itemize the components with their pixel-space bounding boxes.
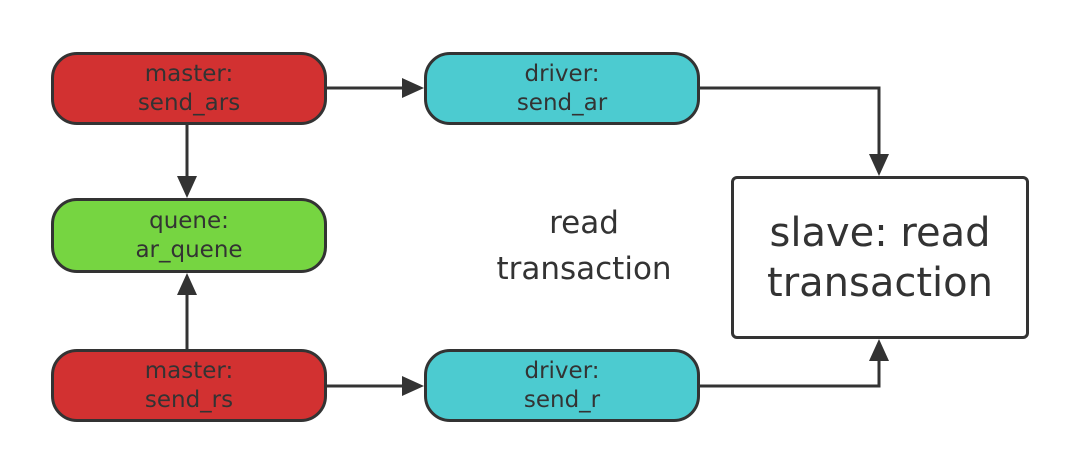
center-label-line: read bbox=[549, 205, 619, 241]
node-label-line: ar_quene bbox=[135, 236, 243, 263]
node-label-line: send_rs bbox=[144, 386, 234, 413]
node-label-line: quene: bbox=[149, 207, 229, 234]
node-label-line: transaction bbox=[767, 259, 993, 306]
node-label-line: send_ars bbox=[137, 89, 241, 116]
arrowhead-master_ars-to-quene bbox=[177, 176, 197, 198]
arrowhead-driver_ar-to-slave bbox=[869, 154, 889, 176]
node-label-line: master: bbox=[144, 60, 234, 87]
node-driver-send-r[interactable]: driver: send_r bbox=[424, 349, 700, 422]
node-label-line: send_ar bbox=[516, 89, 608, 116]
node-master-send-rs[interactable]: master: send_rs bbox=[51, 349, 327, 422]
node-label-line: master: bbox=[144, 357, 234, 384]
edge-driver_r-to-slave bbox=[700, 357, 881, 388]
node-driver-send-ar[interactable]: driver: send_ar bbox=[424, 52, 700, 125]
arrowhead-driver_r-to-slave bbox=[869, 339, 889, 361]
center-label-line: transaction bbox=[496, 251, 672, 287]
node-quene-ar-quene[interactable]: quene: ar_quene bbox=[51, 198, 327, 273]
arrowhead-master_rs-to-driver_r bbox=[402, 376, 424, 396]
arrowhead-master_ars-to-driver_ar bbox=[402, 78, 424, 98]
edge-driver_ar-to-slave bbox=[700, 86, 881, 158]
node-master-send-ars[interactable]: master: send_ars bbox=[51, 52, 327, 125]
arrowhead-master_rs-to-quene bbox=[177, 273, 197, 295]
node-label-line: send_r bbox=[523, 386, 601, 413]
node-label-line: slave: read bbox=[769, 209, 991, 256]
node-label-line: driver: bbox=[524, 357, 600, 384]
node-label-line: driver: bbox=[524, 60, 600, 87]
center-label: read transaction bbox=[470, 200, 698, 292]
node-slave-read-transaction[interactable]: slave: read transaction bbox=[731, 176, 1029, 339]
